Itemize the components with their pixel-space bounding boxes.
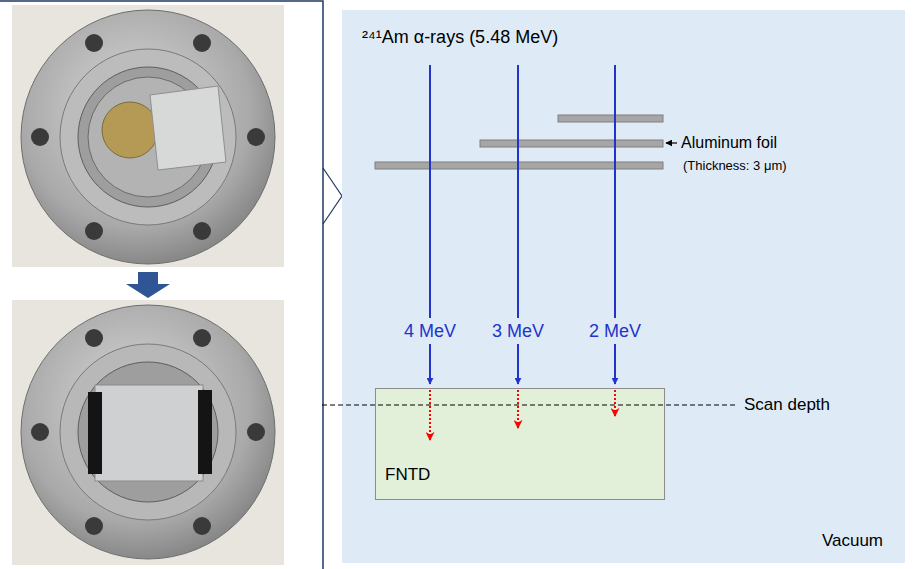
- bolt-hole: [247, 423, 265, 441]
- flange-ring: [60, 344, 236, 520]
- alpha-ray: [429, 344, 431, 384]
- part-label: Aluminum foil: [681, 134, 777, 152]
- track-arrow: [517, 390, 519, 428]
- energy-label: 4 MeV: [404, 321, 456, 342]
- alpha-ray: [614, 65, 616, 318]
- tape-strip: [88, 392, 102, 474]
- flange: [21, 305, 275, 559]
- bolt-hole: [193, 517, 211, 535]
- bolt-hole: [193, 329, 211, 347]
- bolt-hole: [193, 222, 211, 240]
- down-arrow: [126, 272, 170, 298]
- aluminum-foil: [558, 115, 663, 122]
- vacuum-panel: ²⁴¹Am α-rays (5.48 MeV) Vacuum FNTD: [342, 10, 905, 563]
- photo-flange-covered: [12, 300, 284, 565]
- bolt-hole: [85, 517, 103, 535]
- flange: [21, 10, 275, 264]
- note-label: (Thickness: 3 μm): [683, 159, 787, 174]
- foil-sheet: [150, 86, 226, 170]
- photo-ground: [12, 5, 284, 267]
- environment-label: Vacuum: [822, 531, 883, 551]
- bolt-hole: [247, 128, 265, 146]
- scan-depth-line: [322, 405, 736, 406]
- bolt-hole: [85, 34, 103, 52]
- photo-ground: [12, 300, 284, 565]
- bolt-hole: [193, 34, 211, 52]
- aluminum-foil: [480, 140, 663, 147]
- foil-sheet: [95, 385, 203, 481]
- track-arrow: [429, 390, 431, 440]
- vacuum-panel: [342, 10, 905, 563]
- panel-title: ²⁴¹Am α-rays (5.48 MeV): [362, 27, 558, 48]
- flange-inner: [78, 362, 218, 502]
- detector-label: FNTD: [385, 465, 430, 485]
- zoom-wedge: [323, 168, 342, 224]
- leader-arrow: [666, 142, 677, 143]
- alpha-ray: [614, 344, 616, 384]
- am-source: [102, 102, 158, 158]
- flange-ring: [60, 49, 236, 225]
- energy-label: 3 MeV: [492, 321, 544, 342]
- frame-line: [0, 1, 323, 569]
- tape-strip: [198, 390, 212, 474]
- bolt-hole: [31, 423, 49, 441]
- photo-flange-open: [12, 5, 284, 267]
- bolt-hole: [85, 329, 103, 347]
- fntd-box: FNTD: [375, 388, 665, 500]
- alpha-ray: [517, 344, 519, 384]
- bolt-hole: [31, 128, 49, 146]
- bolt-hole: [85, 222, 103, 240]
- alpha-ray: [517, 65, 519, 318]
- track-arrow: [614, 390, 616, 416]
- energy-label: 2 MeV: [589, 321, 641, 342]
- alpha-ray: [429, 65, 431, 318]
- depth-label: Scan depth: [744, 395, 830, 415]
